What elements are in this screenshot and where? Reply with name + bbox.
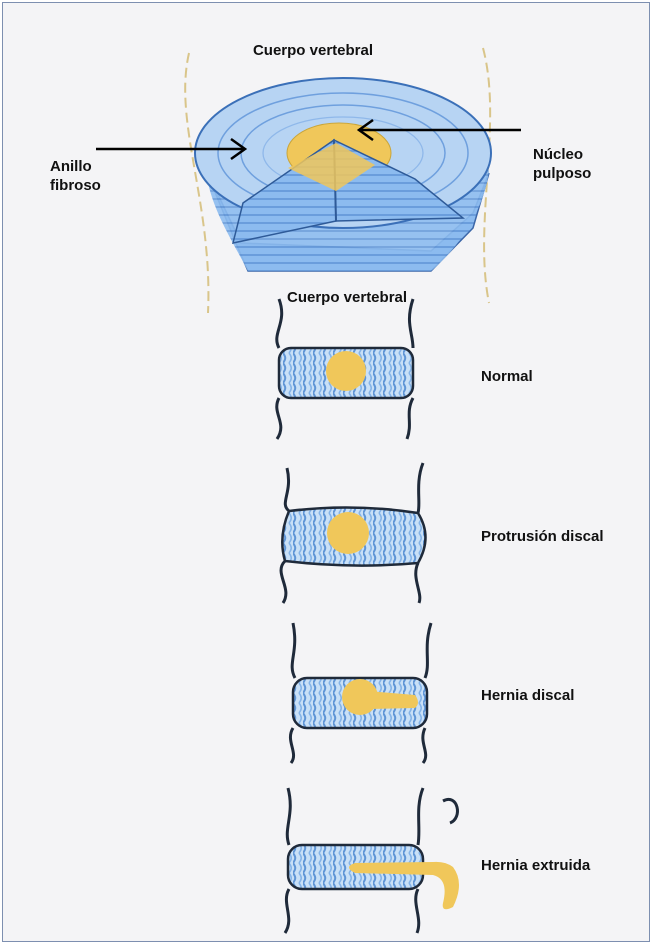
stage-protrusion-diagram [281,463,425,603]
spine-diagram [3,3,650,942]
disc-3d [96,48,521,313]
anillo-fibroso-label: Anillo fibroso [50,157,101,195]
stage-normal-label: Normal [481,367,533,386]
cuerpo-vertebral-label-top: Cuerpo vertebral [3,41,623,60]
stage-protrusion-label: Protrusión discal [481,527,604,546]
stage-hernia-diagram [290,623,431,763]
stage-extruded-label: Hernia extruida [481,856,590,875]
cuerpo-vertebral-label-mid: Cuerpo vertebral [287,288,407,307]
stage-extruded-diagram [285,788,459,933]
stage-normal-diagram [277,299,413,439]
nucleo-pulposo-label: Núcleo pulposo [533,145,591,183]
stage-hernia-label: Hernia discal [481,686,574,705]
